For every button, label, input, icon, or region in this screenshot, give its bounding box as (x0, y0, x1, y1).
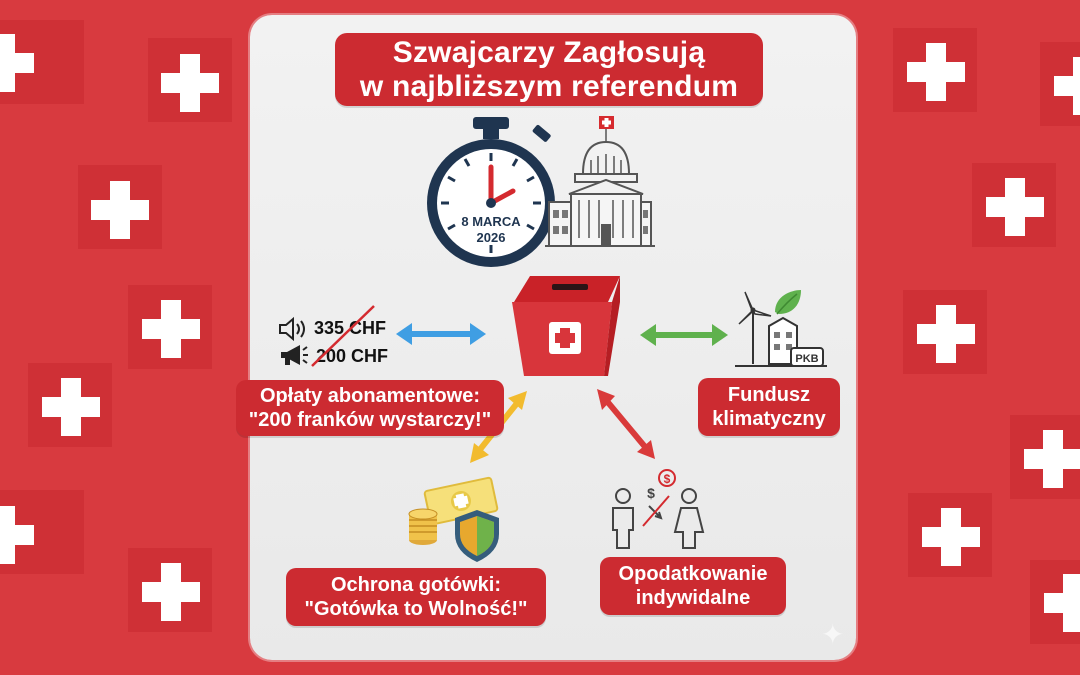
svg-text:$: $ (647, 485, 655, 501)
title-line-1: Szwajcarzy Zagłosują (392, 35, 706, 69)
title-line-2: w najbliższym referendum (359, 69, 739, 103)
label-individual-taxation: Opodatkowanie indywidalne (600, 557, 786, 615)
sparkle-icon: ✦ (821, 619, 845, 650)
swiss-cross-icon (1038, 568, 1080, 638)
swiss-cross-icon (0, 500, 40, 570)
title-banner: Szwajcarzy Zagłosują w najbliższym refer… (335, 33, 763, 106)
swiss-cross-icon (36, 372, 106, 442)
clock-date-line-2: 2026 (477, 230, 506, 245)
woman-icon (673, 488, 705, 549)
swiss-cross-icon (916, 502, 986, 572)
label-cash-protection: Ochrona gotówki: "Gotówka to Wolność!" (286, 568, 546, 626)
cash-protection-icon (408, 476, 499, 562)
label-subscription-fees-line-2: "200 franków wystarczy!" (248, 409, 492, 431)
swiss-cross-icon (911, 299, 981, 369)
label-subscription-fees-line-1: Opłaty abonamentowe: (259, 385, 481, 407)
swiss-cross-icon (136, 557, 206, 627)
label-cash-protection-line-2: "Gotówka to Wolność!" (304, 598, 528, 620)
megaphone-icon (281, 345, 308, 365)
swiss-cross-icon (155, 48, 225, 118)
parliament-icon (545, 116, 655, 247)
speaker-icon (279, 316, 305, 342)
individual-tax-icon: $ $ (612, 469, 705, 549)
coins-icon (408, 508, 438, 545)
swiss-cross-icon (1048, 51, 1080, 121)
label-cash-protection-line-1: Ochrona gotówki: (331, 574, 501, 596)
pkb-badge: PKB (795, 353, 818, 365)
label-climate-fund-line-2: klimatyczny (712, 408, 826, 430)
label-individual-taxation-line-2: indywidalne (635, 587, 751, 609)
dollar-icon: $ $ (647, 469, 676, 501)
swiss-cross-icon (1018, 424, 1080, 494)
swiss-cross-icon (85, 175, 155, 245)
svg-text:$: $ (664, 472, 671, 486)
swiss-cross-icon (980, 172, 1050, 242)
label-climate-fund-line-1: Fundusz (727, 384, 811, 406)
shield-icon (455, 510, 499, 562)
swiss-cross-icon (0, 28, 40, 98)
swiss-cross-icon (136, 294, 206, 364)
label-individual-taxation-line-1: Opodatkowanie (618, 563, 768, 585)
red-arrow (597, 389, 655, 459)
green-arrow (640, 324, 728, 346)
stopwatch-icon: 8 MARCA 2026 (427, 117, 555, 267)
clock-date-line-1: 8 MARCA (461, 214, 521, 229)
ballot-box-icon (512, 276, 620, 376)
wind-turbine-icon: PKB (735, 290, 827, 367)
swiss-cross-icon (901, 37, 971, 107)
label-climate-fund: Fundusz klimatyczny (698, 378, 840, 436)
new-price: 200 CHF (316, 346, 389, 366)
blue-arrow (396, 323, 486, 345)
label-subscription-fees: Opłaty abonamentowe: "200 franków wystar… (236, 380, 504, 436)
man-icon (612, 488, 634, 549)
